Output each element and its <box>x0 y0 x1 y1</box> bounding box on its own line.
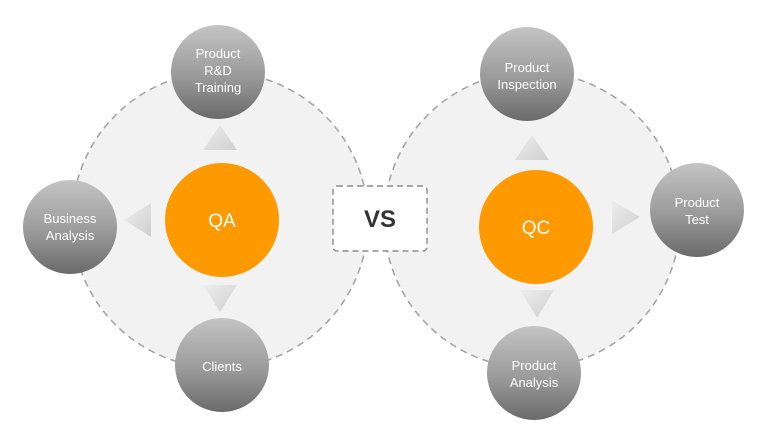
qa-center-label: QA <box>208 211 236 232</box>
qa-node-left: Business Analysis <box>23 180 117 274</box>
qa-node-top: Product R&D Training <box>171 25 265 119</box>
vs-box <box>332 185 428 252</box>
qa-node-bottom-line-1: Clients <box>202 359 242 374</box>
qc-node-top: Product Inspection <box>480 27 574 121</box>
qc-node-right: Product Test <box>650 163 744 257</box>
qc-node-right-line-1: Product <box>675 195 720 210</box>
qa-node-left-line-1: Business <box>44 211 97 226</box>
qa-node-left-line-2: Analysis <box>46 228 95 243</box>
vs-label: VS <box>364 206 396 233</box>
qa-center-circle <box>165 163 279 277</box>
qc-arrow-up <box>515 135 549 160</box>
qa-arrow-up <box>203 125 237 150</box>
qa-node-top-line-1: Product <box>196 46 241 61</box>
qc-node-top-line-2: Inspection <box>497 77 556 92</box>
qc-node-bottom-line-1: Product <box>512 358 557 373</box>
qc-arrow-down <box>520 290 554 318</box>
qa-arrow-left <box>124 203 151 237</box>
qa-node-top-line-3: Training <box>195 80 241 95</box>
qc-arrow-right <box>612 200 640 234</box>
qc-node-right-line-2: Test <box>685 212 709 227</box>
qc-node-bottom-line-2: Analysis <box>510 375 559 390</box>
qc-node-top-line-1: Product <box>505 60 550 75</box>
qc-center-circle <box>479 170 593 284</box>
qa-node-bottom: Clients <box>175 318 269 412</box>
qa-arrow-down <box>203 285 237 312</box>
qc-center-label: QC <box>522 218 551 239</box>
qc-node-bottom: Product Analysis <box>487 326 581 420</box>
qa-node-top-line-2: R&D <box>204 63 231 78</box>
